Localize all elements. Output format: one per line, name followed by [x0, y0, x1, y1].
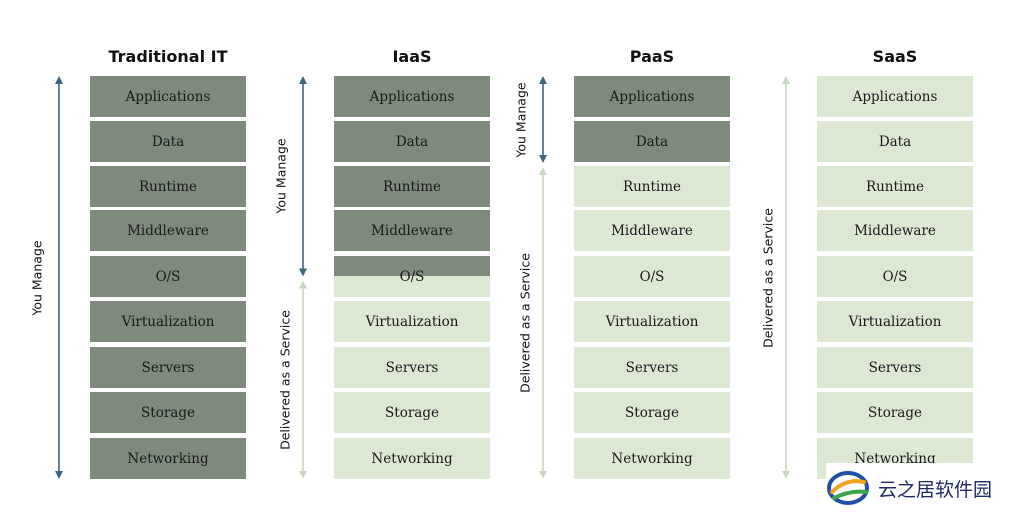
arrowhead-up-icon — [539, 76, 547, 84]
layer-label: O/S — [639, 268, 665, 285]
layer-label: Virtualization — [605, 313, 699, 330]
layer-box: Storage — [817, 392, 973, 433]
arrowhead-down-icon — [539, 471, 547, 479]
layer-label: Applications — [609, 88, 695, 105]
layer-label: Networking — [611, 450, 693, 467]
column-title: PaaS — [629, 47, 675, 66]
layer-label: Servers — [868, 359, 922, 376]
layer-label: Networking — [854, 450, 936, 467]
layer-box: Virtualization — [90, 301, 246, 342]
layer-label: Virtualization — [121, 313, 215, 330]
layer-box: Data — [334, 121, 490, 162]
layer-label: Networking — [371, 450, 453, 467]
layer-label: Middleware — [854, 222, 936, 239]
layer-label: Applications — [125, 88, 211, 105]
column-title: Traditional IT — [108, 47, 228, 66]
layer-label: Middleware — [127, 222, 209, 239]
layer-box: Networking — [334, 438, 490, 479]
layer-box: Networking — [574, 438, 730, 479]
layer-label: Runtime — [622, 178, 682, 195]
layer-box: O/S — [90, 256, 246, 297]
arrowhead-down-icon — [55, 471, 63, 479]
layer-box: Middleware — [574, 210, 730, 251]
watermark: 云之居软件园 — [826, 463, 1024, 513]
layer-box: O/S — [817, 256, 973, 297]
arrowhead-up-icon — [299, 280, 307, 289]
layer-label: Data — [151, 133, 185, 150]
layer-box: Runtime — [817, 166, 973, 207]
layer-label: O/S — [882, 268, 908, 285]
swirl-logo-icon — [827, 471, 869, 505]
layer-box: Servers — [334, 347, 490, 388]
delivered-as-service-label: Delivered as a Service — [760, 207, 776, 348]
arrowhead-down-icon — [539, 155, 547, 163]
layer-label: Virtualization — [848, 313, 942, 330]
layer-box: Middleware — [817, 210, 973, 251]
delivered-as-service-label: Delivered as a Service — [517, 253, 533, 393]
you-manage-label: You Manage — [513, 81, 529, 158]
layer-box: Data — [817, 121, 973, 162]
layer-label: Applications — [369, 88, 455, 105]
layer-box: Servers — [817, 347, 973, 388]
layer-box: Applications — [574, 76, 730, 117]
layer-box: Servers — [90, 347, 246, 388]
layer-box: Data — [574, 121, 730, 162]
arrowhead-up-icon — [55, 76, 63, 84]
layer-box: Storage — [334, 392, 490, 433]
layer-label: Middleware — [371, 222, 453, 239]
layer-box: Virtualization — [817, 301, 973, 342]
arrowhead-up-icon — [539, 167, 547, 175]
layer-label: O/S — [399, 268, 425, 285]
arrowhead-up-icon — [299, 76, 307, 84]
layer-box: Data — [90, 121, 246, 162]
layer-label: Data — [878, 133, 912, 150]
layer-label: Storage — [385, 404, 439, 421]
layer-box: Middleware — [334, 210, 490, 251]
layer-label: Data — [395, 133, 429, 150]
layer-box: Networking — [90, 438, 246, 479]
layer-box: Virtualization — [334, 301, 490, 342]
layer-label: Virtualization — [365, 313, 459, 330]
layer-label: Runtime — [865, 178, 925, 195]
layer-box: Middleware — [90, 210, 246, 251]
layer-box: Storage — [574, 392, 730, 433]
layer-label: Applications — [852, 88, 938, 105]
you-manage-label: You Manage — [273, 138, 289, 214]
layer-label: Data — [635, 133, 669, 150]
column-title: SaaS — [872, 47, 918, 66]
layer-box: Virtualization — [574, 301, 730, 342]
layer-label: Networking — [127, 450, 209, 467]
layer-label: Middleware — [611, 222, 693, 239]
layer-box: Storage — [90, 392, 246, 433]
layer-box: Applications — [90, 76, 246, 117]
layer-box: Applications — [334, 76, 490, 117]
arrowhead-up-icon — [782, 76, 790, 84]
layer-box: O/S — [574, 256, 730, 297]
arrowhead-down-icon — [782, 471, 790, 479]
layer-label: Runtime — [382, 178, 442, 195]
column-title: IaaS — [392, 47, 432, 66]
layer-box: Runtime — [334, 166, 490, 207]
layer-label: Servers — [141, 359, 195, 376]
layer-label: Storage — [868, 404, 922, 421]
layer-box: O/S — [334, 256, 490, 297]
layer-label: Servers — [625, 359, 679, 376]
layer-label: Servers — [385, 359, 439, 376]
layer-label: Storage — [625, 404, 679, 421]
layer-box: Servers — [574, 347, 730, 388]
watermark-text: 云之居软件园 — [878, 478, 993, 501]
you-manage-label: You Manage — [29, 239, 45, 316]
layer-label: Runtime — [138, 178, 198, 195]
arrowhead-down-icon — [299, 471, 307, 479]
delivered-as-service-label: Delivered as a Service — [277, 309, 293, 450]
layer-box: Runtime — [90, 166, 246, 207]
layer-box: Applications — [817, 76, 973, 117]
layer-label: O/S — [155, 268, 181, 285]
arrowhead-down-icon — [299, 268, 307, 277]
layer-label: Storage — [141, 404, 195, 421]
layer-box: Runtime — [574, 166, 730, 207]
